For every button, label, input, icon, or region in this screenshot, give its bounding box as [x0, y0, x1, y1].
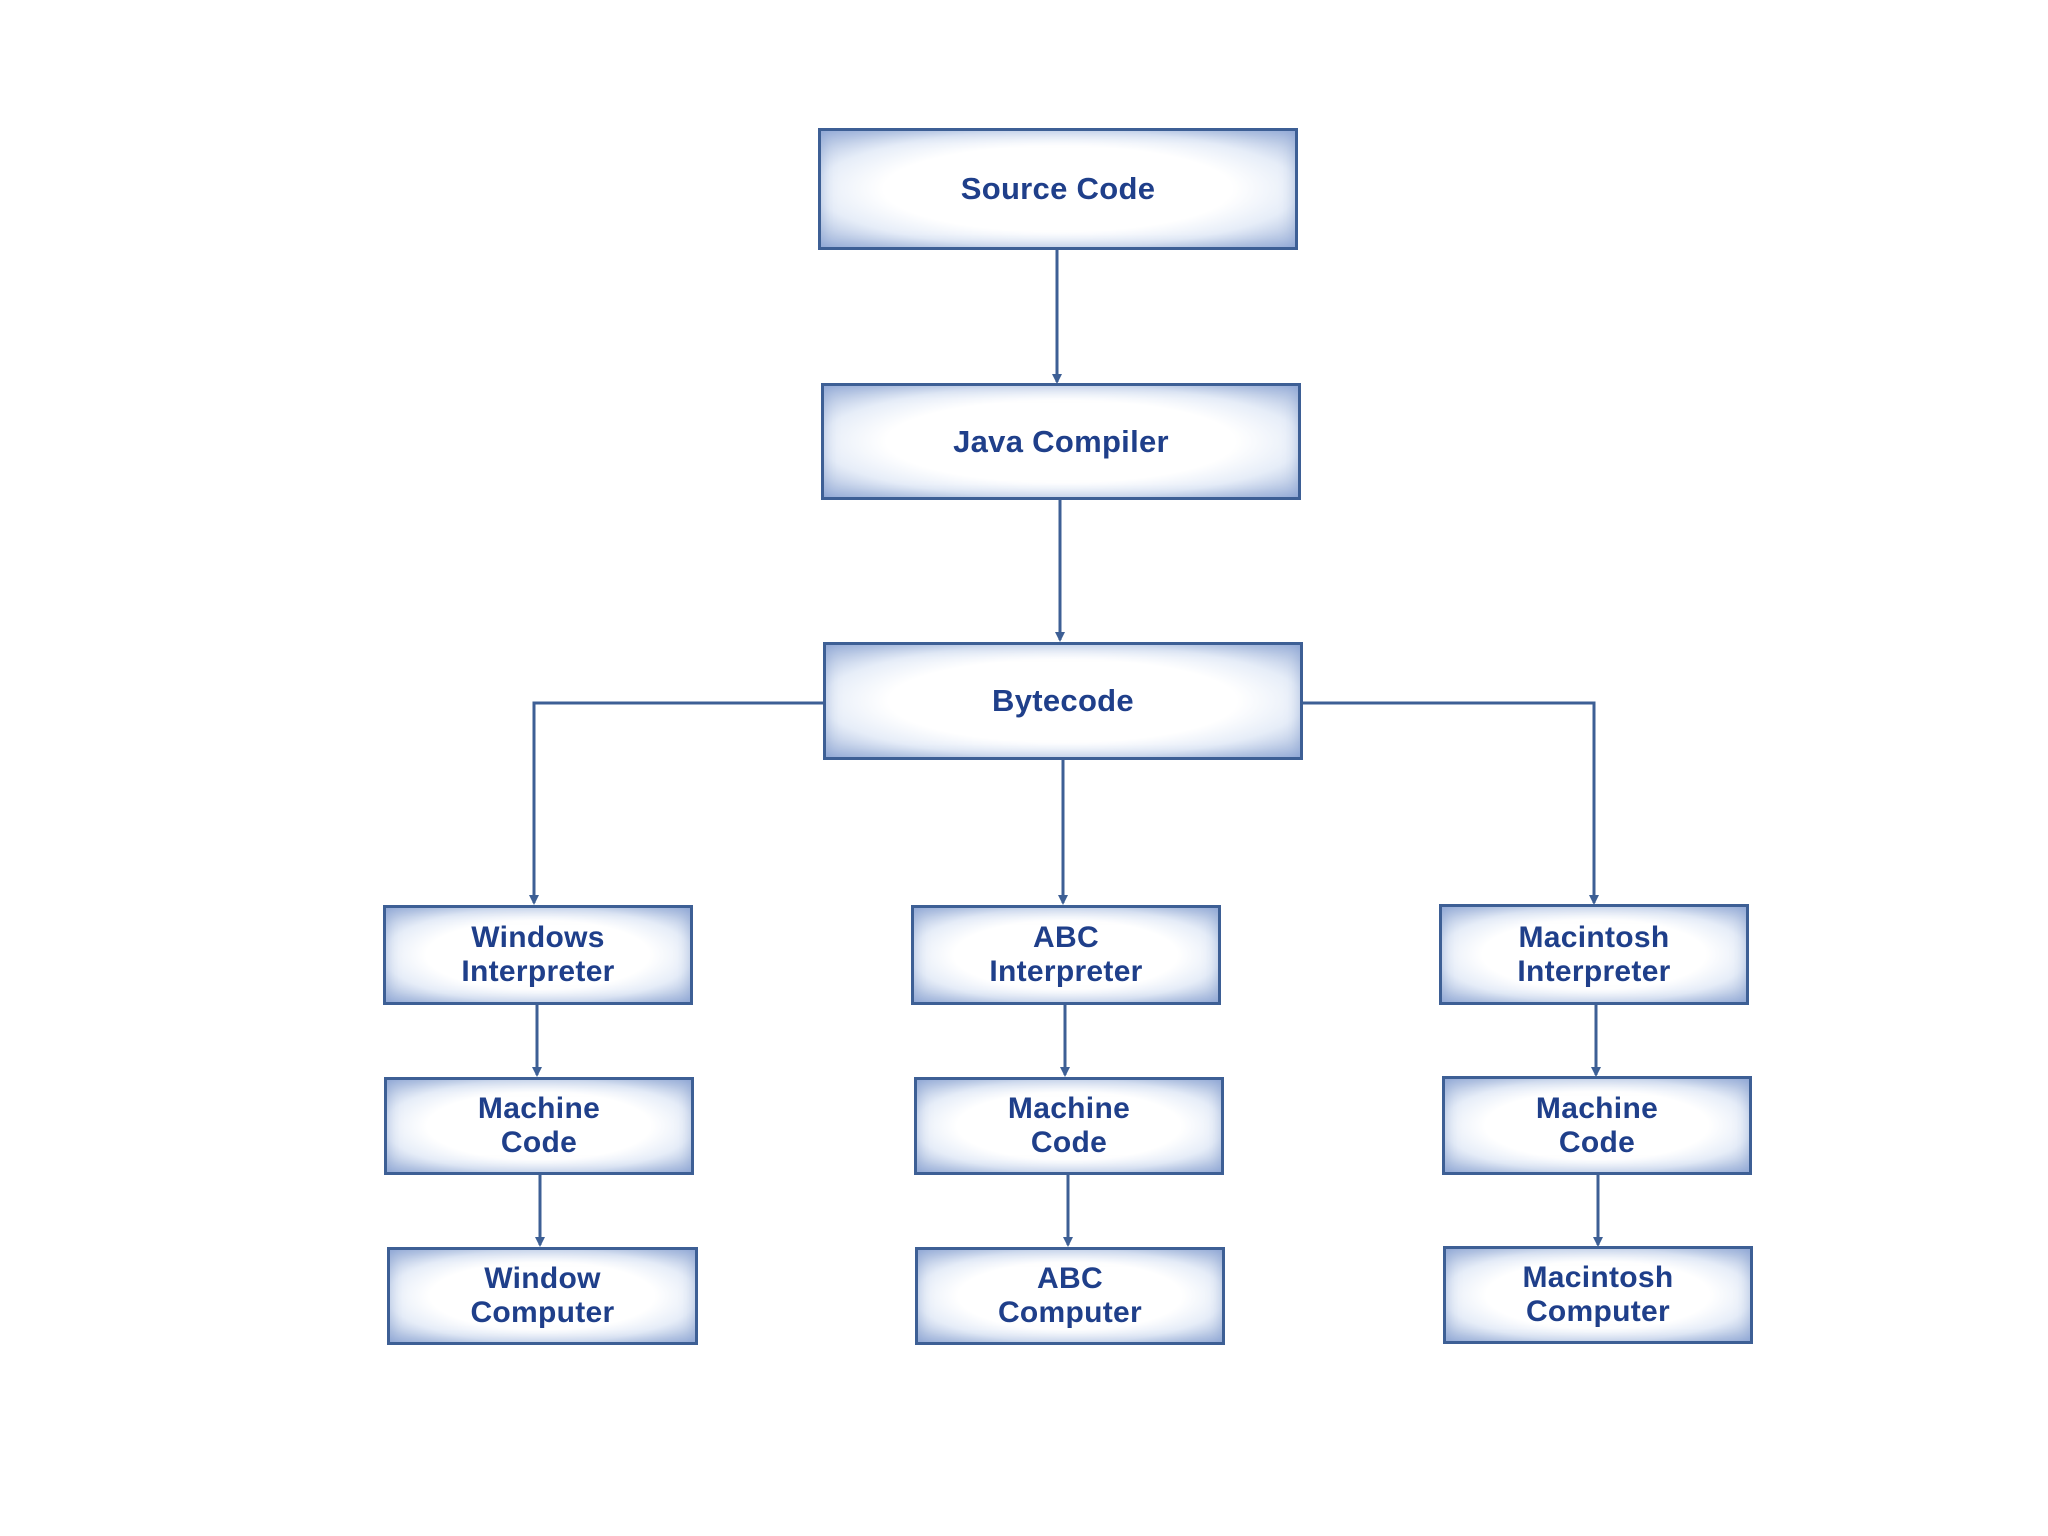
node-java-compiler-label: Java Compiler [953, 423, 1169, 459]
edge-bytecode-to-windows-interpreter [529, 701, 825, 905]
node-macintosh-interpreter: Macintosh Interpreter [1439, 904, 1749, 1005]
node-window-computer: Window Computer [387, 1247, 698, 1345]
node-macintosh-machine-code: Machine Code [1442, 1076, 1752, 1175]
node-source-code-label: Source Code [960, 171, 1156, 206]
node-windows-machine-code: Machine Code [384, 1077, 694, 1175]
node-windows-interpreter: Windows Interpreter [383, 905, 693, 1005]
node-windows-interpreter-label: Windows Interpreter [461, 921, 615, 988]
node-macintosh-machine-code-label: Machine Code [1535, 1091, 1659, 1159]
node-abc-interpreter-label: ABC Interpreter [989, 921, 1143, 988]
node-windows-machine-code-label: Machine Code [477, 1092, 601, 1159]
node-bytecode-label: Bytecode [992, 683, 1134, 718]
node-window-computer-label: Window Computer [470, 1262, 615, 1329]
node-java-compiler: Java Compiler [821, 383, 1301, 500]
edge-bytecode-to-macintosh-interpreter [1303, 701, 1599, 905]
node-abc-interpreter: ABC Interpreter [911, 905, 1221, 1005]
node-macintosh-computer-label: Macintosh Computer [1522, 1261, 1674, 1328]
node-source-code: Source Code [818, 128, 1298, 250]
node-abc-computer: ABC Computer [915, 1247, 1225, 1345]
node-abc-computer-label: ABC Computer [997, 1262, 1143, 1329]
node-macintosh-computer: Macintosh Computer [1443, 1246, 1753, 1344]
node-macintosh-interpreter-label: Macintosh Interpreter [1517, 920, 1671, 988]
node-abc-machine-code: Machine Code [914, 1077, 1224, 1175]
node-bytecode: Bytecode [823, 642, 1303, 760]
node-abc-machine-code-label: Machine Code [1007, 1092, 1131, 1159]
